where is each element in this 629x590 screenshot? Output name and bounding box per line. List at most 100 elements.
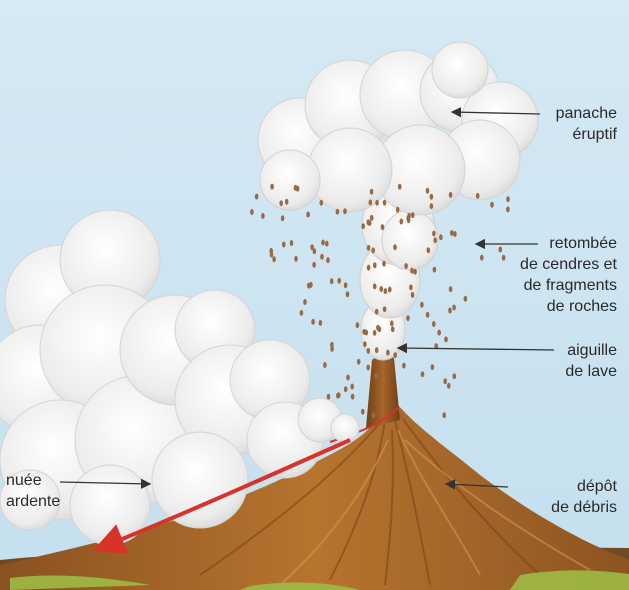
ash-fragment [501, 254, 506, 261]
ash-fragment [393, 352, 398, 359]
cone-highlights [279, 429, 591, 586]
ash-fragment [303, 299, 307, 305]
ash-fragment [337, 392, 341, 399]
ash-fragment [382, 260, 386, 267]
ash-fragment [382, 199, 387, 206]
label-nuee-ardente: nuée ardente [6, 470, 60, 512]
ash-fragment [490, 201, 494, 208]
ash-fragment [453, 231, 457, 237]
ash-fragment [448, 307, 452, 314]
ash-fragment [447, 382, 451, 389]
ash-fragment [506, 196, 510, 203]
ash-fragment [361, 408, 365, 415]
label-line: aiguille [567, 342, 617, 359]
label-line: dépôt [576, 478, 617, 495]
ash-fragment [289, 240, 294, 246]
ash-fragment [444, 336, 448, 343]
ash-fragment [448, 286, 453, 293]
ash-fragment [388, 286, 392, 293]
ash-fragment [366, 364, 371, 371]
ash-fragment [254, 193, 259, 200]
slope-vegetation [10, 570, 629, 590]
label-aiguille-de-lave: aiguille de lave [565, 340, 617, 382]
ash-fragment [279, 200, 284, 207]
ash-fragment [434, 343, 439, 350]
lava-flow-arrow [92, 438, 351, 554]
ash-fragment [343, 386, 348, 393]
ash-fragment [383, 288, 388, 295]
ash-fragment [475, 192, 480, 199]
ash-fragment [432, 230, 436, 237]
ash-fragment [366, 244, 371, 251]
ash-fragment [346, 374, 350, 381]
ash-fragment [448, 191, 453, 198]
ash-fragment [371, 412, 376, 419]
ash-fragment [326, 257, 330, 264]
ash-fragment [343, 282, 348, 289]
ash-fragment [443, 378, 448, 385]
ash-fragment [325, 240, 329, 247]
ash-fragment [312, 248, 317, 255]
ash-fragment [425, 311, 430, 318]
ash-fragment [311, 318, 315, 325]
ash-fragment [439, 234, 443, 241]
ash-fragment [433, 237, 438, 244]
ash-fragment [480, 254, 484, 261]
label-line: éruptif [572, 126, 617, 143]
label-line: panache [555, 105, 617, 122]
ash-fragment [382, 376, 386, 383]
ash-fragment [261, 212, 265, 219]
ash-fragment [402, 362, 406, 369]
ash-fragment [406, 217, 411, 224]
ash-fragment [326, 393, 331, 400]
label-retombee: retombée de cendres et de fragments de r… [520, 233, 617, 317]
ash-fragment [293, 184, 298, 191]
ash-fragment [355, 322, 360, 329]
ash-fragment [372, 329, 377, 336]
ash-fragment [318, 319, 323, 326]
ash-fragment [463, 295, 468, 302]
ash-fragment [294, 255, 298, 262]
ash-fragment [452, 304, 456, 311]
ash-fragment [350, 393, 355, 400]
ash-fragment [284, 198, 289, 205]
ash-fragment [420, 301, 424, 308]
ash-fragment [397, 183, 402, 190]
ash-fragment [406, 315, 410, 322]
ash-fragment [369, 188, 374, 195]
ash-fragment [430, 364, 435, 371]
ash-fragment [395, 206, 400, 213]
ash-fragment [269, 251, 274, 258]
ash-fragment [366, 219, 371, 226]
nuee-ardente-cloud [0, 209, 360, 546]
ash-fragment [379, 286, 384, 292]
label-line: nuée [6, 472, 42, 489]
ash-fragment [452, 373, 457, 380]
ash-fragment [320, 253, 324, 260]
leader-depot [444, 479, 509, 490]
cone-ridges [199, 414, 541, 586]
ash-fragment [361, 223, 366, 230]
ash-fragment [429, 203, 434, 210]
ash-fragment [329, 278, 334, 285]
ash-fragment [282, 241, 286, 248]
ash-fragment [426, 247, 431, 254]
ash-fragment [409, 284, 413, 291]
ash-fragment [377, 326, 382, 333]
ash-fragment [380, 224, 385, 231]
ash-fragment [272, 256, 276, 263]
ash-fragment [335, 208, 340, 215]
ash-fragment [321, 239, 325, 246]
ash-fragment [343, 208, 347, 215]
ash-fragment [364, 329, 369, 336]
ash-fragment [280, 215, 285, 222]
ash-fragment [374, 372, 379, 379]
ash-fragment [399, 218, 404, 225]
ash-fragment [450, 230, 454, 236]
ash-fragment [319, 199, 324, 206]
ash-fragment [307, 282, 311, 289]
lava-needle [366, 352, 400, 428]
ash-fragment [506, 206, 510, 213]
ash-fragment [366, 264, 371, 271]
